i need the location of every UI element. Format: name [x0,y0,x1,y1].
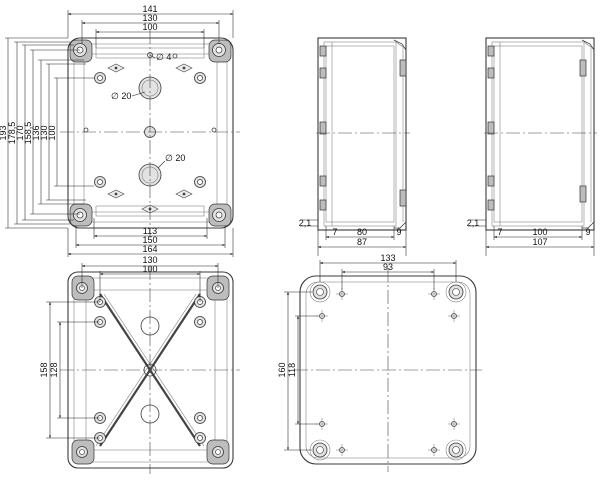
side-view-2: 2,1 7 100 107 9 [467,37,597,256]
top-view-width-dims: 141 130 100 [67,4,234,48]
fixing-point [107,189,125,199]
dim-height-170: 170 [15,125,25,140]
corner-boss-bl [69,203,93,227]
dim-lid-width-93: 93 [383,262,393,272]
dim-width-141: 141 [142,4,157,14]
callout-diameter-20-upper: ∅ 20 [111,91,131,101]
mount-boss [194,72,206,84]
fixing-point [107,63,125,73]
dim-side2-7: 7 [497,227,502,237]
corner-boss-tr [208,39,232,63]
callout-diameter-4: ∅ 4 [156,52,171,62]
top-view-height-dims: 193 178,5 170 158,5 136 130 100 [0,37,94,229]
dim-height-100: 100 [47,125,57,140]
dim-side2-107: 107 [532,237,547,247]
dim-height-130: 130 [39,125,49,140]
dim-height-178-5: 178,5 [7,122,17,145]
top-view-outline [67,37,234,229]
top-view-inner-rim [73,43,228,223]
dim-side1-87: 87 [357,237,367,247]
small-hole [83,127,89,133]
small-hole [172,53,178,59]
dim-lid-width-133: 133 [380,253,395,263]
callout-diameter-20-lower: ∅ 20 [165,153,185,163]
dim-bottom-height-128: 128 [49,362,59,377]
dim-side1-2-1: 2,1 [299,218,312,228]
dim-side1-80: 80 [357,227,367,237]
top-view: 141 130 100 193 178,5 170 158,5 136 13 [0,4,240,257]
mount-boss [194,412,206,424]
dim-width-113: 113 [143,226,157,236]
dim-height-136: 136 [31,125,41,140]
side-view-1-outline [317,37,407,231]
mount-boss [194,316,206,328]
mount-boss [94,176,106,188]
dim-width-100: 100 [142,22,157,32]
lid-view: 133 93 160 118 [277,253,482,472]
dim-width-164: 164 [142,244,157,254]
dim-bottom-height-158: 158 [39,362,49,377]
mount-boss [94,72,106,84]
dim-side2-100: 100 [532,227,547,237]
dim-height-193: 193 [0,125,8,140]
small-hole [211,127,217,133]
bottom-view: 130 100 158 128 [39,255,240,474]
lid-mount-points [316,288,460,456]
dim-height-158-5: 158,5 [23,122,33,145]
mount-boss [194,176,206,188]
corner-boss-br [208,203,232,227]
corner-boss-tl [69,39,93,63]
dim-side1-7: 7 [332,227,337,237]
side-view-1: 2,1 7 80 87 9 [299,37,410,256]
dim-bottom-width-100: 100 [142,264,157,274]
fixing-point [175,189,193,199]
dim-side2-9: 9 [585,227,590,237]
dim-side1-9: 9 [396,227,401,237]
fixing-point [175,63,193,73]
dim-width-150: 150 [142,235,157,245]
dim-width-130: 130 [142,13,157,23]
dim-side2-2-1: 2,1 [467,218,480,228]
dim-lid-height-160: 160 [277,362,287,377]
top-view-bottom-dims: 113 150 164 [67,218,234,257]
dim-lid-height-118: 118 [287,363,297,377]
dim-bottom-width-130: 130 [142,255,157,265]
side-view-2-outline [485,37,595,231]
mount-boss [194,432,206,444]
